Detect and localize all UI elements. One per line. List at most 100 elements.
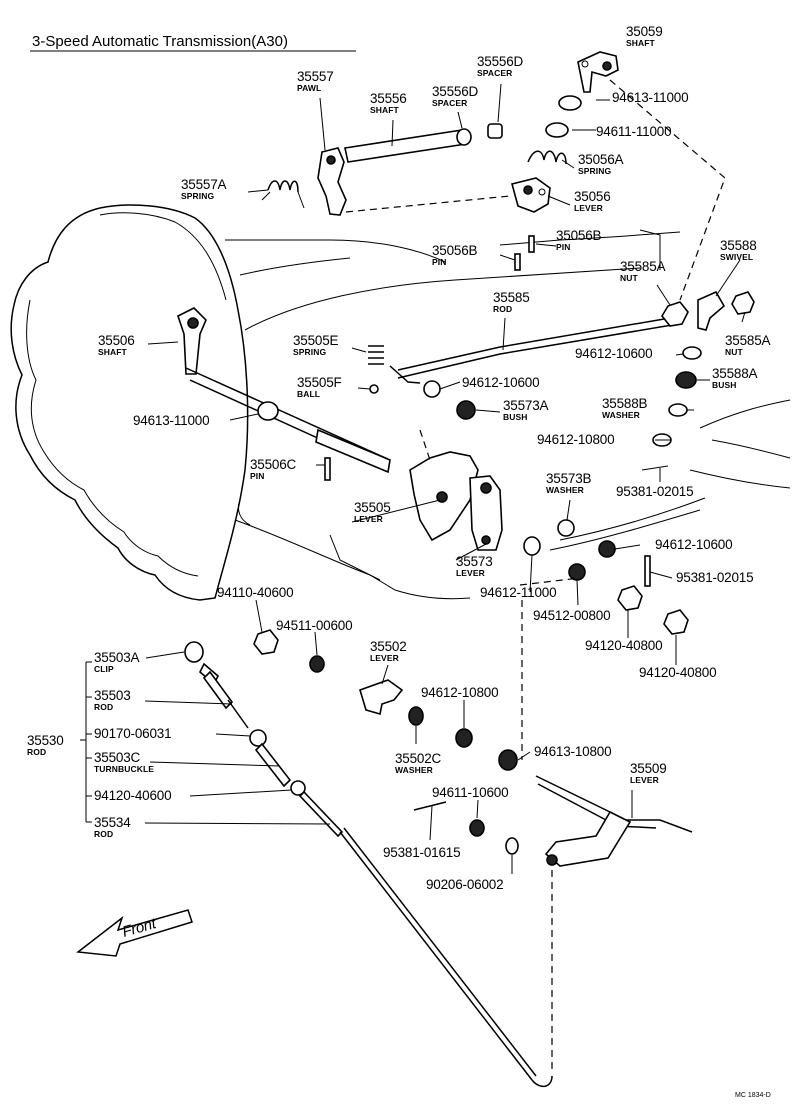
part-number: 94611-11000 <box>596 124 671 139</box>
part-95381-01615-cotter <box>413 801 447 811</box>
label-94613-11000-b: 94613-11000 <box>133 413 210 428</box>
front-label: Front <box>120 915 158 941</box>
part-35557a-spring <box>261 180 305 209</box>
label-94612-11000: 94612-11000 <box>480 585 557 600</box>
part-number: 35056B <box>432 243 478 258</box>
part-description: ROD <box>94 829 113 839</box>
label-90170-06031: 90170-06031 <box>94 726 172 741</box>
part-description: SPACER <box>432 98 467 108</box>
part-35588b-washer <box>668 403 688 417</box>
part-94120-40800-nut-b <box>663 609 689 635</box>
part-35573-lever <box>469 475 503 551</box>
part-number: 35573A <box>503 398 549 413</box>
part-number: 35503 <box>94 688 131 703</box>
part-90206-06002-washer <box>505 837 519 855</box>
part-number: 35503C <box>94 750 141 765</box>
part-description: ROD <box>27 747 46 757</box>
part-number: 94110-40600 <box>217 585 293 600</box>
part-number: 35585A <box>620 259 666 274</box>
part-number: 35556D <box>477 54 524 69</box>
part-94110-40600-nut <box>253 629 279 655</box>
part-number: 35056 <box>574 189 611 204</box>
part-94611-11000-washer <box>545 122 569 138</box>
part-number: 35506 <box>98 333 135 348</box>
part-35506c-pin <box>324 457 331 481</box>
part-description: WASHER <box>602 410 640 420</box>
part-number: 94612-10600 <box>462 375 539 390</box>
part-35588a-bush <box>675 371 697 389</box>
part-35530-rod-assembly <box>184 641 553 1088</box>
label-94612-10600-c: 94612-10600 <box>655 537 733 552</box>
part-number: 95381-01615 <box>383 845 460 860</box>
part-description: SHAFT <box>370 105 400 115</box>
part-number: 35056A <box>578 152 624 167</box>
label-94512-00800: 94512-00800 <box>533 608 611 623</box>
part-94613-11000-washer-b <box>257 401 279 421</box>
part-number: 35573B <box>546 471 592 486</box>
label-94613-10800: 94613-10800 <box>534 744 612 759</box>
part-description: SHAFT <box>626 38 656 48</box>
part-94511-00600-washer <box>309 655 325 673</box>
part-description: ROD <box>94 702 113 712</box>
part-description: PIN <box>556 242 570 252</box>
part-35056b-pin-b <box>514 253 521 271</box>
leader-lines <box>80 83 746 874</box>
label-94611-11000: 94611-11000 <box>596 124 672 139</box>
part-description: LEVER <box>630 775 659 785</box>
part-number: 35585 <box>493 290 530 305</box>
part-number: 94612-11000 <box>480 585 556 600</box>
part-number: 35588B <box>602 396 648 411</box>
part-35573a-bush <box>456 400 476 420</box>
part-number: 90206-06002 <box>426 877 503 892</box>
part-35585-rod <box>389 317 673 384</box>
part-94612-10600-washer-c <box>598 540 616 558</box>
part-35557-pawl <box>317 147 347 216</box>
front-direction-arrow: Front <box>76 909 193 957</box>
part-number: 35506C <box>250 457 297 472</box>
part-number: 94512-00800 <box>533 608 610 623</box>
part-number: 35505 <box>354 500 391 515</box>
part-35059-shaft <box>577 51 619 93</box>
part-35502-lever <box>359 679 404 716</box>
label-94511-00600: 94511-00600 <box>276 618 353 633</box>
part-description: SWIVEL <box>720 252 753 262</box>
diagram-title: 3-Speed Automatic Transmission(A30) <box>32 33 288 50</box>
part-35505e-spring <box>368 345 384 365</box>
part-description: LEVER <box>354 514 383 524</box>
part-description: SPRING <box>578 166 611 176</box>
part-description: CLIP <box>94 664 114 674</box>
assembly-dashed-lines <box>345 79 726 1070</box>
part-35056-lever <box>511 177 551 213</box>
part-number: 94613-10800 <box>534 744 611 759</box>
part-number: 35573 <box>456 554 493 569</box>
part-35556d-spacer <box>487 123 503 139</box>
label-94613-11000-a: 94613-11000 <box>612 90 689 105</box>
label-95381-01615: 95381-01615 <box>383 845 461 860</box>
label-94120-40800-b: 94120-40800 <box>639 665 717 680</box>
part-35556-shaft <box>344 128 472 163</box>
part-number: 95381-02015 <box>616 484 693 499</box>
part-number: 94613-11000 <box>612 90 688 105</box>
part-94612-10800-washer-b <box>455 728 473 748</box>
part-number: 35505F <box>297 375 342 390</box>
part-35588-swivel <box>697 290 726 331</box>
part-number: 94611-10600 <box>432 785 508 800</box>
part-94120-40800-nut-a <box>617 585 643 611</box>
